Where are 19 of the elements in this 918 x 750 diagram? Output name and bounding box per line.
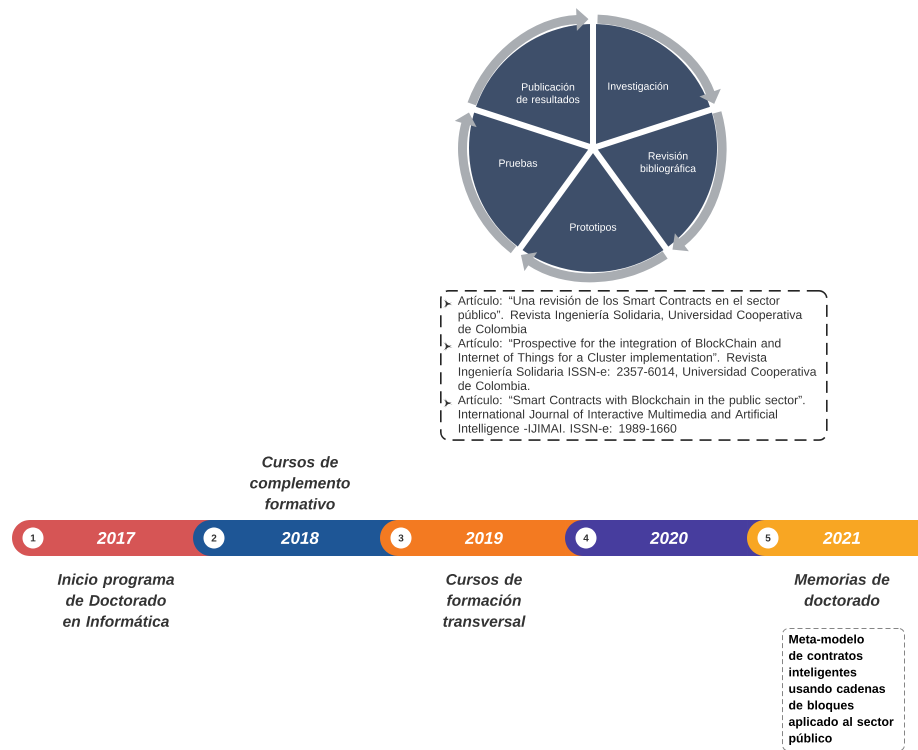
pie-segment: Investigación	[593, 24, 711, 148]
caption-text: Memorias de doctorado	[794, 574, 890, 606]
node-label: Investigación	[608, 82, 668, 92]
caption-text: Cursos de formación transversal	[443, 574, 526, 627]
dashed-text-box: Artículo: “Una revisión de los Smart Contracts en el sector público”. Revista Ingeniería Solidaria, Universidad Cooperativa de Colombia Artículo: “Prospective for the integration of BlockChain and Internet of Things for a Cluster implementation”. Revista Ingeniería Solidaria ISSN-e: 2357-6014, Universidad Cooperativa de Colombia. Artículo: “Smart Contracts with Blockchain in the public sector”. International Journal of Interactive Multimedia and Artificial Intelligence -IJIMAI. ISSN-e: 1989-1660	[440, 290, 828, 441]
node-label: 2020	[650, 532, 688, 544]
node-label: 2	[212, 534, 216, 542]
node-label: 3	[398, 534, 404, 542]
pie-segment: Publicación de resultados	[475, 24, 593, 148]
node-label: 1	[30, 534, 36, 542]
caption-text: Inicio programa de Doctorado en Informática	[58, 574, 174, 627]
node-label: 2018	[280, 532, 319, 544]
caption-text: Cursos de complemento formativo	[250, 456, 350, 510]
node-label: 2019	[464, 532, 503, 544]
timeline-segment: 5 2021	[747, 520, 918, 556]
node-label: Publicación de resultados	[516, 82, 580, 104]
node-label: 4	[583, 534, 589, 542]
node-label: 2017	[96, 532, 136, 544]
dashed-text-box: Meta-modelo de contratos inteligentes usando cadenas de bloques aplicado al sector público	[782, 628, 905, 750]
